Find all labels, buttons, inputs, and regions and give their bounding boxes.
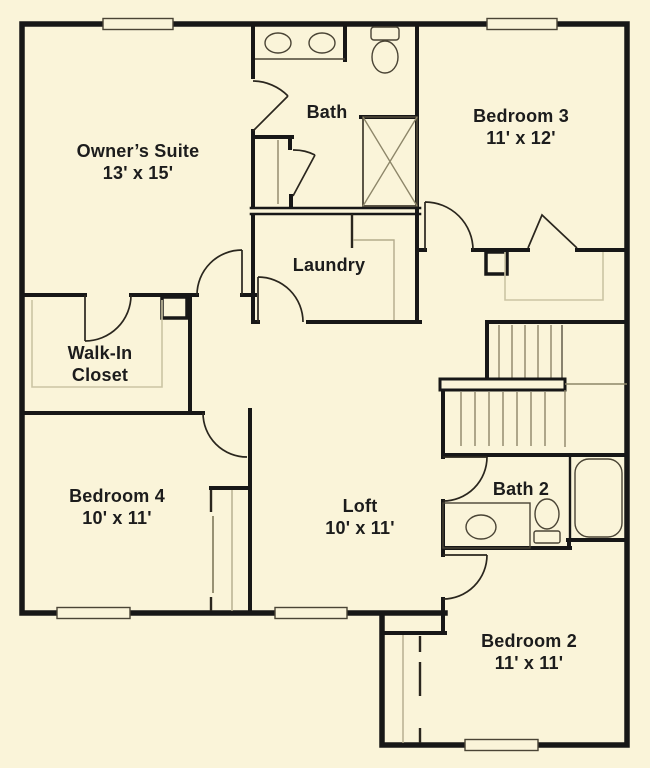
window [464, 738, 539, 752]
window [102, 17, 174, 31]
windows-group [56, 17, 558, 752]
stair-treads-upper [498, 325, 552, 381]
walk-in-closet-door-arc [84, 294, 132, 342]
stairs-group [438, 325, 627, 447]
washer-dryer-outline [353, 239, 395, 320]
bath-closet-door-arc [292, 149, 316, 197]
toilet-bowl-icon [371, 40, 399, 74]
toilet-bowl-icon [534, 498, 560, 530]
stair-treads-lower [460, 392, 546, 446]
chase-box [160, 295, 189, 320]
sink-icon [308, 32, 336, 54]
interior-walls [20, 22, 629, 635]
vanity2-counter [442, 502, 531, 549]
window [486, 17, 558, 31]
laundry-door-arc [257, 276, 304, 323]
window [274, 606, 348, 620]
chase-box [484, 250, 509, 276]
stair-rail [564, 383, 627, 447]
doors-group [84, 80, 578, 600]
shower-cross-lines [362, 116, 418, 207]
bath2-door-arc [442, 456, 488, 502]
shower-icon [362, 116, 418, 207]
sink-icon [465, 514, 497, 540]
bedroom3-door-arc [424, 201, 474, 251]
window [56, 606, 131, 620]
double-wall [249, 206, 422, 216]
owners-suite-door-arc [196, 249, 243, 296]
bedroom4-door-arc [202, 412, 248, 458]
closet-fittings-group [31, 140, 604, 743]
toilet-tank-icon [533, 530, 561, 544]
bath-fixtures-group [255, 26, 623, 549]
bedroom2-door-arc [442, 554, 488, 600]
bath-door-arc [252, 80, 289, 132]
bathtub-icon [574, 458, 623, 538]
bifold-closet-door [527, 213, 578, 249]
toilet-tank-icon [370, 26, 400, 41]
stair-landing [438, 377, 567, 392]
walk-in-closet-shelves [31, 300, 163, 388]
linen-closet-shelves [504, 252, 604, 301]
sink-icon [264, 32, 292, 54]
